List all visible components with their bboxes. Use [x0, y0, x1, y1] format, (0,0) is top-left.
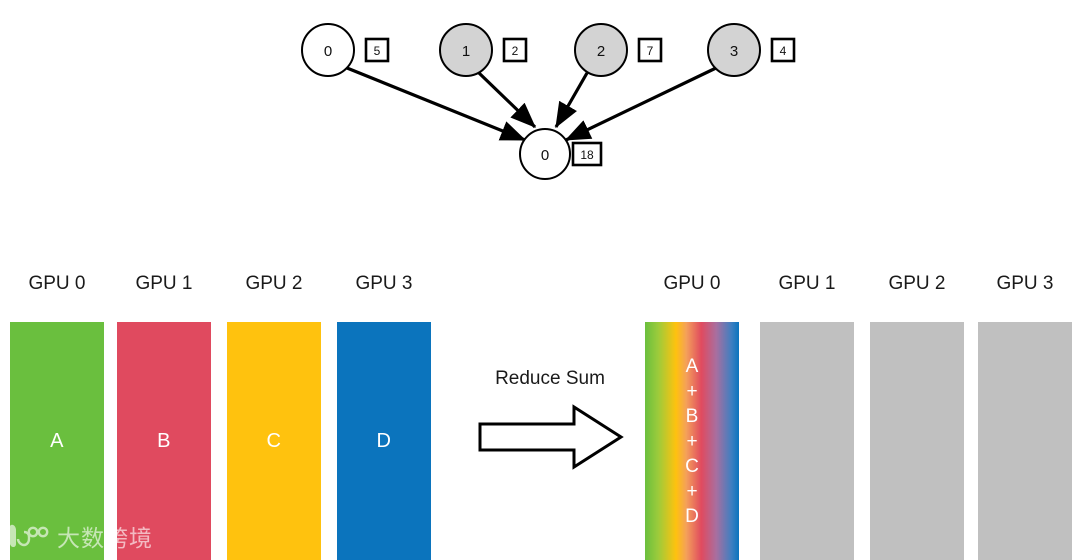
root-node-value: 18	[580, 148, 594, 162]
source-nodes-group: 0 5 1 2 2 7 3 4	[301, 23, 796, 77]
reduce-tree-diagram: 0 5 1 2 2 7 3 4	[0, 0, 1080, 250]
node-3-label: 3	[730, 43, 738, 60]
gpu-label-before-1: GPU 1	[135, 273, 193, 294]
reduce-arrow-icon	[478, 404, 624, 470]
bar-after-0-line-3: +	[686, 430, 698, 452]
gpu-bar-before-3[interactable]: D	[337, 322, 431, 560]
gpu-bar-before-3-content: D	[376, 429, 392, 452]
node-1-circle[interactable]	[439, 23, 493, 77]
bar-after-0-line-5: +	[686, 480, 698, 502]
gpu-bar-after-0-content: A + B + C + D	[645, 322, 739, 560]
gpu-label-after-1: GPU 1	[778, 273, 836, 294]
gpu-bar-after-3[interactable]	[978, 322, 1072, 560]
node-2-circle[interactable]	[574, 23, 628, 77]
gpu-label-before-0: GPU 0	[28, 273, 86, 294]
gpu-bar-before-0-content: A	[50, 429, 64, 452]
root-node-value-box	[571, 141, 603, 167]
gpu-bar-after-1[interactable]	[760, 322, 854, 560]
node-1-value: 2	[512, 44, 519, 58]
graph-root-node[interactable]: 0 18	[519, 128, 603, 180]
node-2-value: 7	[647, 44, 654, 58]
node-0-label: 0	[324, 43, 332, 60]
node-1-label: 1	[462, 43, 470, 60]
bar-after-0-line-6: D	[685, 505, 699, 527]
node-3-value-box	[770, 37, 796, 63]
node-3-circle[interactable]	[707, 23, 761, 77]
gpu-label-after-3: GPU 3	[996, 273, 1054, 294]
root-node-circle[interactable]	[519, 128, 571, 180]
gpu-bar-after-2[interactable]	[870, 322, 964, 560]
gpu-label-after-0: GPU 0	[663, 273, 721, 294]
node-0-value-box	[364, 37, 390, 63]
bar-after-0-line-1: +	[686, 380, 698, 402]
gpu-label-after-2: GPU 2	[888, 273, 946, 294]
edge-3-to-root	[564, 66, 717, 142]
gpu-bar-before-0[interactable]: A	[10, 322, 104, 560]
reduce-sum-operator: Reduce Sum	[470, 368, 630, 478]
gpu-bar-after-2-content	[870, 322, 964, 560]
gpu-label-before-3: GPU 3	[355, 273, 413, 294]
bar-after-0-line-4: C	[685, 455, 699, 477]
node-3-value: 4	[780, 44, 787, 58]
gpu-bar-after-1-content	[760, 322, 854, 560]
reduce-sum-label: Reduce Sum	[495, 368, 605, 389]
gpu-bars-diagram: GPU 0 GPU 1 GPU 2 GPU 3 A B C D Reduce S…	[0, 250, 1080, 560]
gpu-bar-before-2-content: C	[266, 429, 282, 452]
node-0-value: 5	[374, 44, 381, 58]
bar-after-0-line-2: B	[685, 405, 699, 427]
gpu-bar-after-3-content	[978, 322, 1072, 560]
node-2-label: 2	[597, 43, 605, 60]
root-node-label: 0	[541, 147, 549, 164]
bar-after-0-line-0: A	[685, 355, 699, 377]
graph-node-2[interactable]: 2 7	[574, 23, 663, 77]
gpu-bar-before-1-content: B	[157, 429, 171, 452]
graph-node-1[interactable]: 1 2	[439, 23, 528, 77]
node-1-value-box	[502, 37, 528, 63]
edge-1-to-root	[477, 71, 537, 129]
node-2-value-box	[637, 37, 663, 63]
reduce-tree-svg: 0 5 1 2 2 7 3 4	[301, 23, 796, 180]
edge-2-to-root	[554, 72, 589, 129]
edges-group	[346, 66, 717, 142]
gpu-bar-after-0[interactable]: A + B + C + D	[645, 322, 739, 560]
node-0-circle[interactable]	[301, 23, 355, 77]
gpu-bar-before-2[interactable]: C	[227, 322, 321, 560]
edge-0-to-root	[346, 66, 527, 142]
gpu-label-before-2: GPU 2	[245, 273, 303, 294]
gpu-bar-before-1[interactable]: B	[117, 322, 211, 560]
graph-node-0[interactable]: 0 5	[301, 23, 390, 77]
graph-node-3[interactable]: 3 4	[707, 23, 796, 77]
